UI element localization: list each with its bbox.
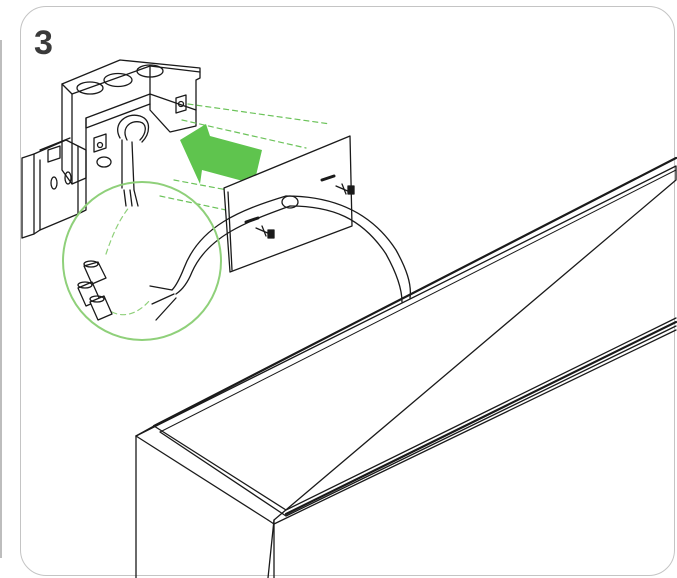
wire-connector-icon xyxy=(89,295,113,321)
step-number: 3 xyxy=(34,24,53,62)
cable-in-box xyxy=(117,114,150,207)
light-fixture xyxy=(135,156,677,578)
screw-icon xyxy=(335,183,355,195)
junction-box xyxy=(61,59,201,185)
screw-icon xyxy=(255,225,275,239)
wiring-callout xyxy=(62,181,222,341)
page-edge-rule xyxy=(0,40,2,558)
mounting-bracket xyxy=(21,137,87,239)
install-arrow-icon xyxy=(180,124,262,184)
canopy-plate xyxy=(223,135,355,273)
wire-connector-icon xyxy=(83,260,107,285)
fixture-cable xyxy=(171,195,412,303)
